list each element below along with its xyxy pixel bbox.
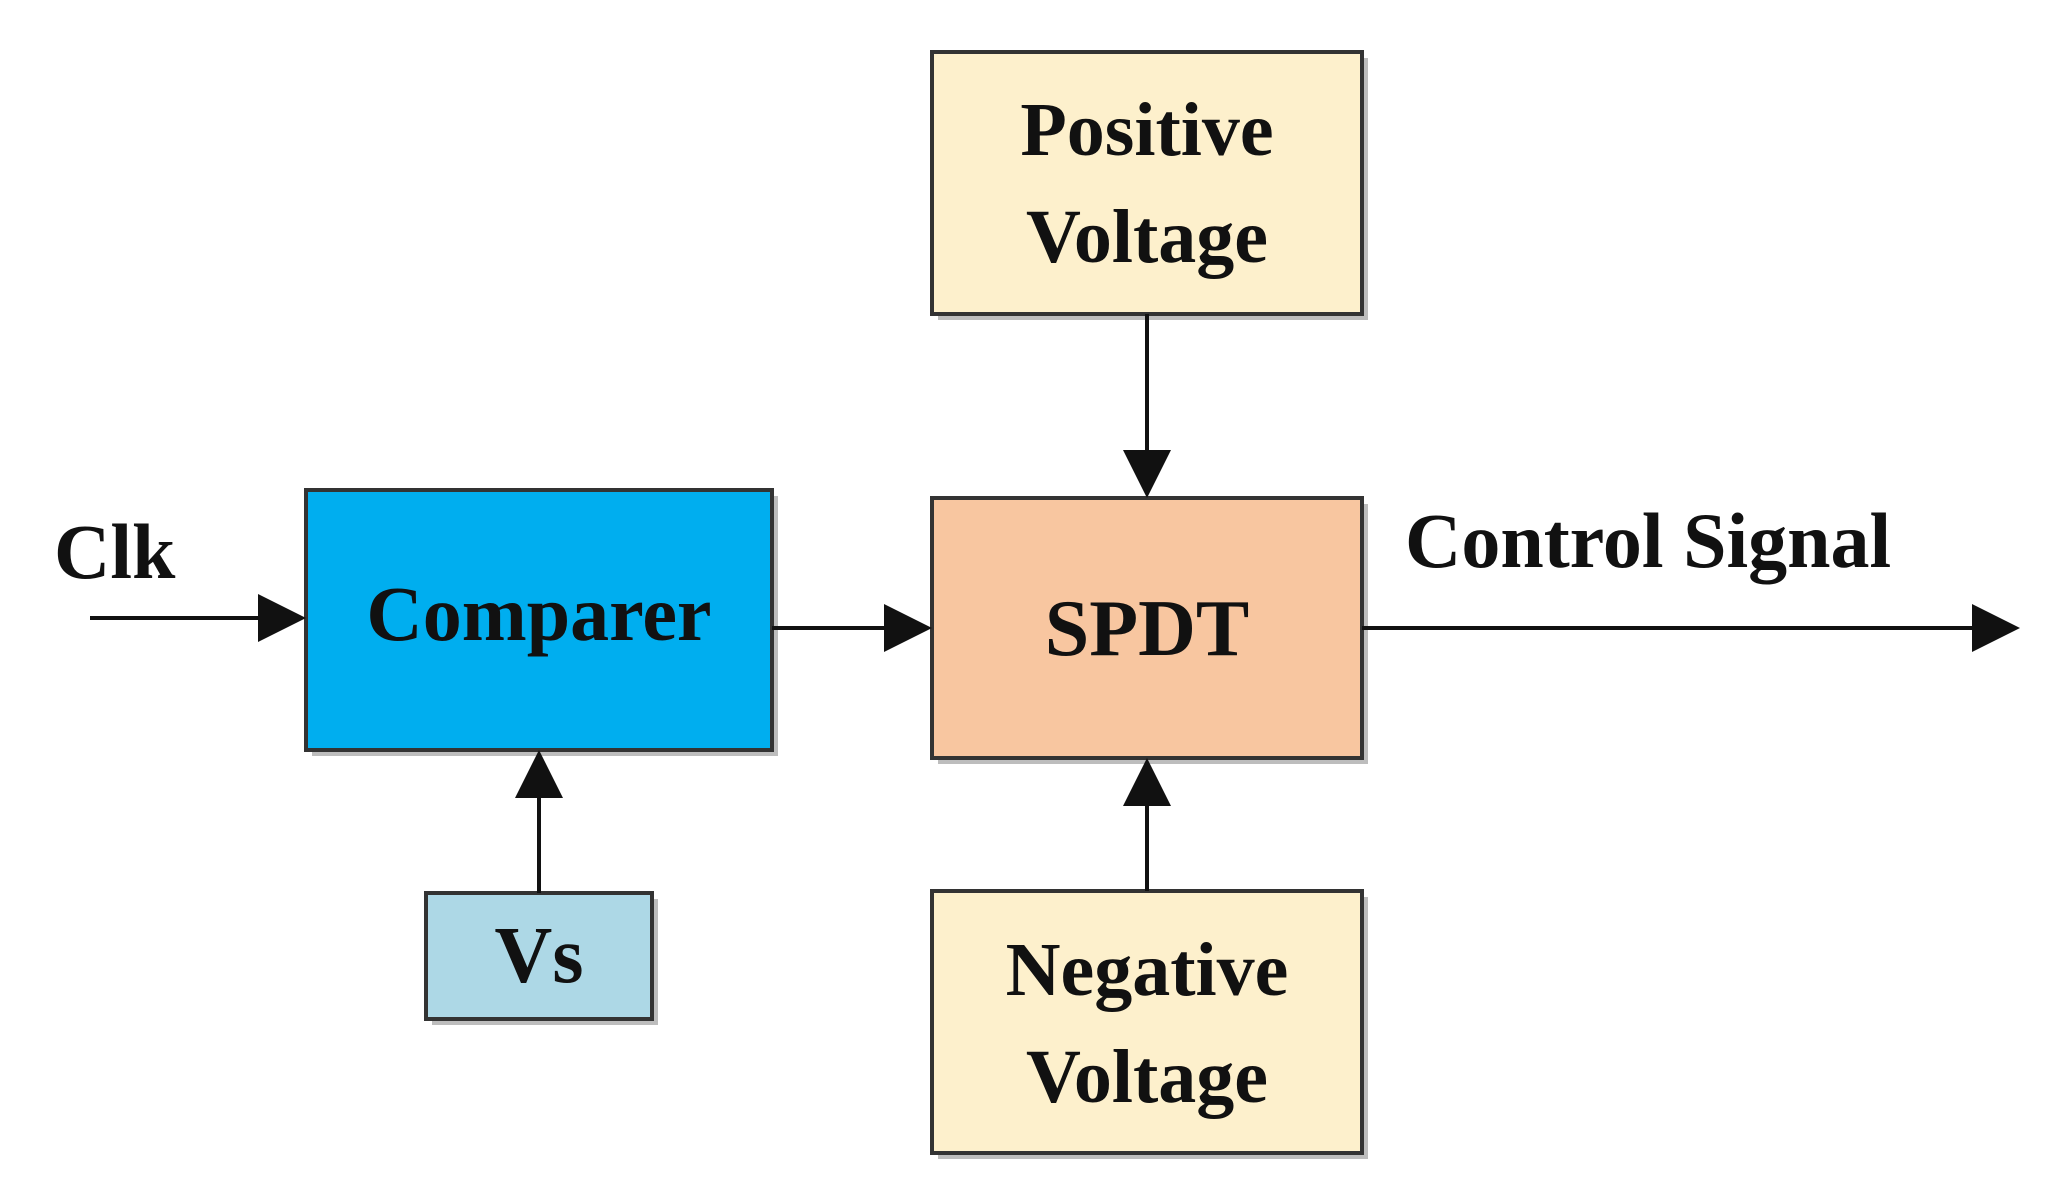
- comparer-to-spdt-arrow: [772, 604, 932, 652]
- negative-voltage-block: Negative Voltage: [930, 889, 1368, 1159]
- control-signal-label: Control Signal: [1405, 497, 1891, 584]
- positive-voltage-box: [930, 50, 1364, 316]
- negative-voltage-box: [930, 889, 1364, 1155]
- clk-arrow: [90, 594, 306, 642]
- negative-voltage-label-line2: Voltage: [1026, 1035, 1268, 1119]
- control-signal-output-arrow: [1362, 604, 2020, 652]
- spdt-block: SPDT: [930, 496, 1368, 764]
- negative-voltage-to-spdt-arrow: [1123, 758, 1171, 891]
- positive-voltage-label-line1: Positive: [1020, 88, 1273, 172]
- spdt-label: SPDT: [1045, 585, 1250, 673]
- clk-label: Clk: [54, 508, 176, 595]
- comparer-block: Comparer: [304, 488, 778, 756]
- comparer-box: [304, 488, 774, 752]
- positive-voltage-block: Positive Voltage: [930, 50, 1368, 320]
- vs-block: Vs: [424, 891, 658, 1025]
- negative-voltage-label-line1: Negative: [1006, 928, 1289, 1012]
- positive-voltage-label-line2: Voltage: [1026, 195, 1268, 279]
- vs-to-comparer-arrow: [515, 750, 563, 893]
- vs-label: Vs: [495, 912, 584, 1000]
- comparer-label: Comparer: [366, 570, 711, 657]
- positive-voltage-to-spdt-arrow: [1123, 314, 1171, 498]
